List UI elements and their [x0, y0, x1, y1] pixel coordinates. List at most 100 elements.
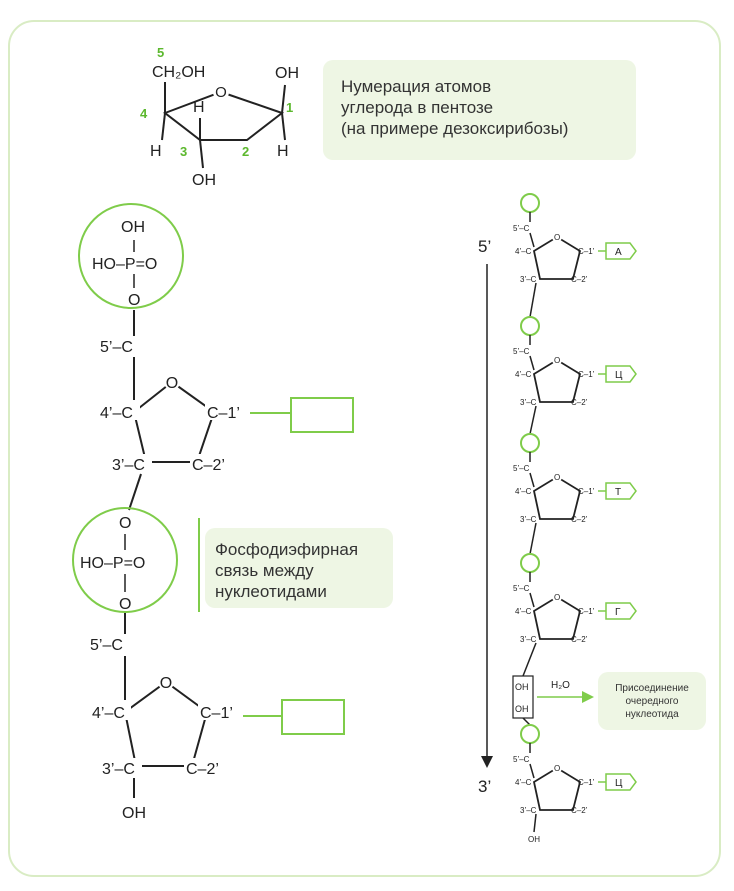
- oh-upper: OH: [515, 682, 529, 692]
- bond-c5-c4: [529, 232, 535, 248]
- unit-c4-label: 4’–C: [515, 607, 532, 616]
- bond-c3-phosphate: [529, 405, 537, 435]
- unit-c2-label: C–2’: [571, 806, 588, 815]
- label-gap: [113, 702, 131, 720]
- bond-c1-oh: [281, 84, 286, 114]
- callout-line: Нумерация атомов: [341, 77, 492, 96]
- callout-line: связь между: [215, 561, 314, 580]
- condensation-detail: OH OH H₂O: [512, 675, 594, 719]
- label-gap: [122, 402, 140, 420]
- phosphate-circle-2: [72, 507, 178, 613]
- bond-indicator-bar: [198, 518, 200, 612]
- bond-c3-phosphate: [529, 282, 537, 318]
- h-inner: H: [193, 99, 205, 116]
- unit-c5-label: 5’–C: [513, 584, 530, 593]
- ring-oxygen-gap: [552, 763, 562, 773]
- sugar1-c4: 4’–C: [100, 405, 133, 422]
- phosphate-circle: [520, 724, 540, 744]
- base-placeholder-2: [281, 699, 345, 735]
- h-left: H: [150, 143, 162, 160]
- unit-c3-label: 3’–C: [520, 275, 537, 284]
- phosphate-circle: [520, 553, 540, 573]
- unit-sugar-ring: [532, 475, 582, 520]
- label-gap: [126, 758, 142, 776]
- base-letter: Г: [615, 607, 621, 618]
- unit-ring-o: O: [554, 473, 560, 482]
- base-tag: [605, 602, 637, 620]
- bond-c3-oh: [199, 139, 204, 169]
- unit-c1-label: C–1’: [578, 778, 595, 787]
- phosphate-o-2b: O: [119, 596, 131, 613]
- ring-oxygen-gap: [552, 472, 562, 482]
- label-gap: [198, 702, 214, 720]
- callout-line: углерода в пентозе: [341, 98, 494, 117]
- sugar1-ring-o: O: [166, 375, 178, 392]
- carbon-number-5: 5: [157, 45, 164, 60]
- phosphate-oh-1: OH: [121, 219, 145, 236]
- bond-c3-oh-terminal: [533, 813, 537, 833]
- sugar1-c3: 3’–C: [112, 457, 145, 474]
- sugar2-ring-o: O: [160, 675, 172, 692]
- base-tag: [605, 365, 637, 383]
- pentose-numbering-structure: O CH₂OH 5 4 H H OH 3 2 OH H 1: [140, 45, 299, 189]
- bond-c3-phosphate: [529, 522, 537, 555]
- unit-c4-label: 4’–C: [515, 247, 532, 256]
- unit-c2-label: C–2’: [571, 275, 588, 284]
- bond-c5-c4: [529, 472, 535, 488]
- phosphate-circle: [520, 193, 540, 213]
- sugar2-c5: 5’–C: [90, 637, 123, 654]
- unit-ring-o: O: [554, 233, 560, 242]
- unit-ring-o: O: [554, 593, 560, 602]
- callout-line: Фосфодиэфирная: [215, 540, 359, 559]
- sugar2-c2: C–2’: [186, 761, 219, 778]
- unit-c5-label: 5’–C: [513, 224, 530, 233]
- phosphate-circle: [520, 316, 540, 336]
- bond-c5-c4: [529, 763, 535, 779]
- ch2oh-label: CH₂OH: [152, 64, 205, 81]
- unit-c5-label: 5’–C: [513, 347, 530, 356]
- phosphate-o-1: O: [128, 292, 140, 309]
- left-dinucleotide: OH HO–P=O O 5’–C O 4’–C C–1’ 3’–C C–2’: [72, 203, 354, 822]
- water-removal-box: [512, 675, 534, 719]
- unit-c3-label: 3’–C: [520, 515, 537, 524]
- carbon-number-2: 2: [242, 144, 249, 159]
- unit-c2-label: C–2’: [571, 635, 588, 644]
- ring-oxygen-gap: [164, 374, 180, 390]
- ring-oxygen-gap: [552, 355, 562, 365]
- bond-c3-oh: [522, 642, 537, 677]
- unit-sugar-ring: [532, 595, 582, 640]
- figure-frame: [8, 20, 721, 877]
- callout-line: нуклеотида: [625, 709, 679, 720]
- phosphate-circle-1: [78, 203, 184, 309]
- unit-c1-label: C–1’: [578, 607, 595, 616]
- sugar-ring-2: [123, 680, 209, 767]
- base-letter: Т: [615, 487, 621, 498]
- unit-c3-label: 3’–C: [520, 398, 537, 407]
- unit-c4-label: 4’–C: [515, 778, 532, 787]
- unit-c4-label: 4’–C: [515, 487, 532, 496]
- sugar1-c1: C–1’: [207, 405, 240, 422]
- base-placeholder-1: [290, 397, 354, 433]
- base-letter: Ц: [615, 370, 623, 381]
- callout-line: (на примере дезоксирибозы): [341, 119, 569, 138]
- unit-sugar-ring: [532, 235, 582, 280]
- carbon-number-4: 4: [140, 106, 148, 121]
- strand-end-5: 5’: [478, 237, 491, 256]
- water-label: H₂O: [551, 680, 570, 691]
- callout-line: нуклеотидами: [215, 582, 327, 601]
- strand-end-3: 3’: [478, 777, 491, 796]
- sugar2-c3: 3’–C: [102, 761, 135, 778]
- base-letter: А: [615, 247, 622, 258]
- base-tag: [605, 482, 637, 500]
- label-gap: [205, 402, 221, 420]
- base-letter: Ц: [615, 778, 623, 789]
- bond-c3-o-link: [128, 473, 142, 511]
- unit-c1-label: C–1’: [578, 487, 595, 496]
- sugar1-c5: 5’–C: [100, 339, 133, 356]
- callout-carbon-numbering: Нумерация атомов углерода в пентозе (на …: [323, 60, 636, 160]
- unit-c2-label: C–2’: [571, 398, 588, 407]
- ring-oxygen-gap: [552, 232, 562, 242]
- pentose-ring: [162, 90, 285, 141]
